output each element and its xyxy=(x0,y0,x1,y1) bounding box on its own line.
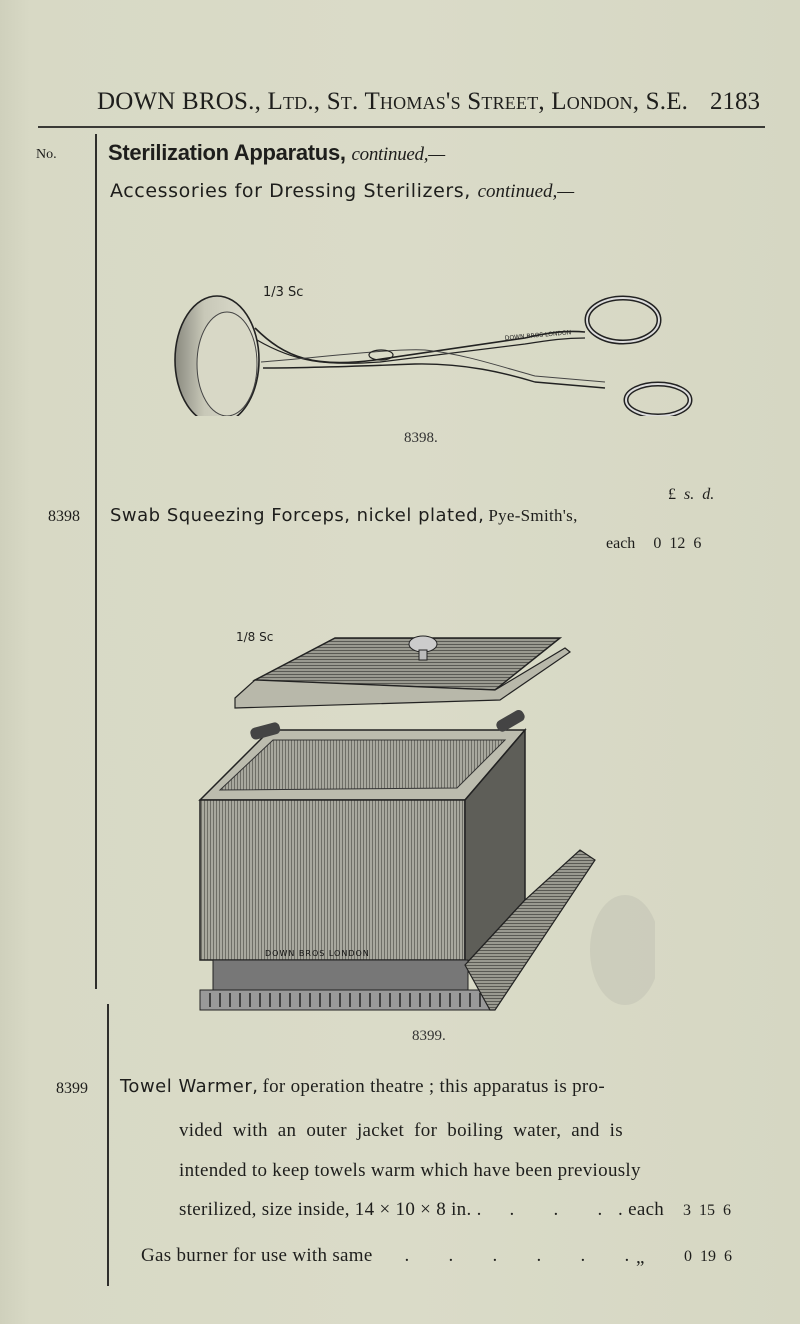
figure-scale-8398: 1/3 Sc xyxy=(263,285,304,300)
column-rule-lower xyxy=(107,1004,109,1286)
figure-caption-8399: 8399. xyxy=(412,1028,446,1044)
forceps-illustration: DOWN BROS LONDON xyxy=(174,295,693,416)
page-number: 2183 xyxy=(710,88,760,115)
header-rule xyxy=(38,126,765,128)
leader-dots: ... xyxy=(509,1199,603,1220)
description-line-3: intended to keep towels warm which have … xyxy=(179,1160,641,1181)
column-rule xyxy=(95,134,97,989)
description-line-4: sterilized, size inside, 14 × 10 × 8 in.… xyxy=(179,1199,482,1220)
subsection-suffix: continued,— xyxy=(477,181,575,202)
forceps-engraving: DOWN BROS LONDON xyxy=(505,329,572,342)
price-row-8398: each 0 12 6 xyxy=(606,535,702,552)
publisher-address: Ltd., St. Thomas's Street, London, S.E. xyxy=(267,88,689,115)
item-description-8399: Towel Warmer, for operation theatre ; th… xyxy=(120,1076,605,1097)
currency-header: £ s. d. xyxy=(668,486,715,503)
towel-warmer-illustration: DOWN BROS LONDON xyxy=(198,635,655,1011)
description-line-2: vided with an outer jacket for boiling w… xyxy=(179,1120,623,1141)
publisher-name: DOWN BROS., xyxy=(97,88,262,115)
ditto-mark: „ xyxy=(636,1247,645,1268)
warmer-engraving: DOWN BROS LONDON xyxy=(265,949,370,958)
item-number-8399: 8399 xyxy=(56,1080,88,1097)
section-title-suffix: continued,— xyxy=(351,144,446,165)
price-gas-burner: 0 19 6 xyxy=(684,1248,732,1265)
unit-8399: . each xyxy=(618,1199,665,1220)
running-head: DOWN BROS., Ltd., St. Thomas's Street, L… xyxy=(97,88,765,116)
figure-scale-8399: 1/8 Sc xyxy=(236,630,274,644)
price-8399: 3 15 6 xyxy=(683,1202,731,1219)
subsection-title: Accessories for Dressing Sterilizers, co… xyxy=(110,180,575,202)
leader-dots-2: ...... xyxy=(404,1245,630,1266)
item-number-8398: 8398 xyxy=(48,508,80,525)
section-title: Sterilization Apparatus, continued,— xyxy=(108,140,446,165)
number-column-label: No. xyxy=(36,147,57,162)
item-description-8398: Swab Squeezing Forceps, nickel plated, P… xyxy=(110,505,578,526)
figure-caption-8398: 8398. xyxy=(404,430,438,446)
gas-burner-description: Gas burner for use with same xyxy=(141,1245,373,1266)
